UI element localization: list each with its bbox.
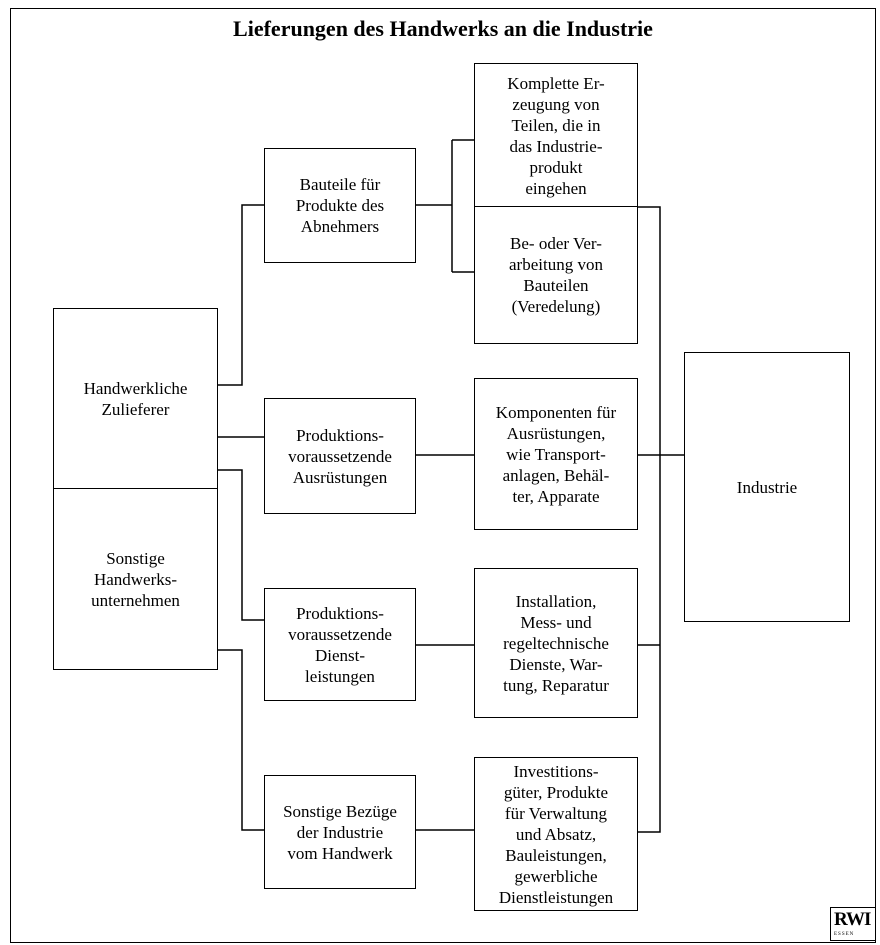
- connector-zulieferer-bauteile: [218, 204, 264, 386]
- box-sonstige-bezuege: Sonstige Bezüge der Industrie vom Handwe…: [264, 775, 416, 889]
- connector-sonstige-bezuege: [218, 649, 264, 831]
- box-produktionsvoraussetzende-ausruestungen: Produktions- voraussetzende Ausrüstungen: [264, 398, 416, 514]
- rwi-logo: RWI ESSEN: [830, 907, 876, 941]
- box-industrie: Industrie: [684, 352, 850, 622]
- box-investitionsgueter: Investitions- güter, Produkte für Verwal…: [474, 757, 638, 911]
- connector-left-dienstleistungen: [218, 469, 264, 621]
- diagram-title: Lieferungen des Handwerks an die Industr…: [233, 16, 653, 41]
- box-bearbeitung-veredelung: Be- oder Ver- arbeitung von Bauteilen (V…: [474, 206, 638, 344]
- box-handwerkliche-zulieferer: Handwerkliche Zulieferer: [53, 308, 218, 490]
- box-produktionsvoraussetzende-dienstleistungen: Produktions- voraussetzende Dienst- leis…: [264, 588, 416, 701]
- rwi-logo-subtext: ESSEN: [834, 932, 855, 937]
- box-bauteile: Bauteile für Produkte des Abnehmers: [264, 148, 416, 263]
- box-komponenten: Komponenten für Ausrüstungen, wie Transp…: [474, 378, 638, 530]
- rwi-logo-text: RWI: [834, 909, 871, 930]
- box-sonstige-handwerksunternehmen: Sonstige Handwerks- unternehmen: [53, 488, 218, 670]
- box-installation: Installation, Mess- und regeltechnische …: [474, 568, 638, 718]
- box-komplette-erzeugung: Komplette Er- zeugung von Teilen, die in…: [474, 63, 638, 208]
